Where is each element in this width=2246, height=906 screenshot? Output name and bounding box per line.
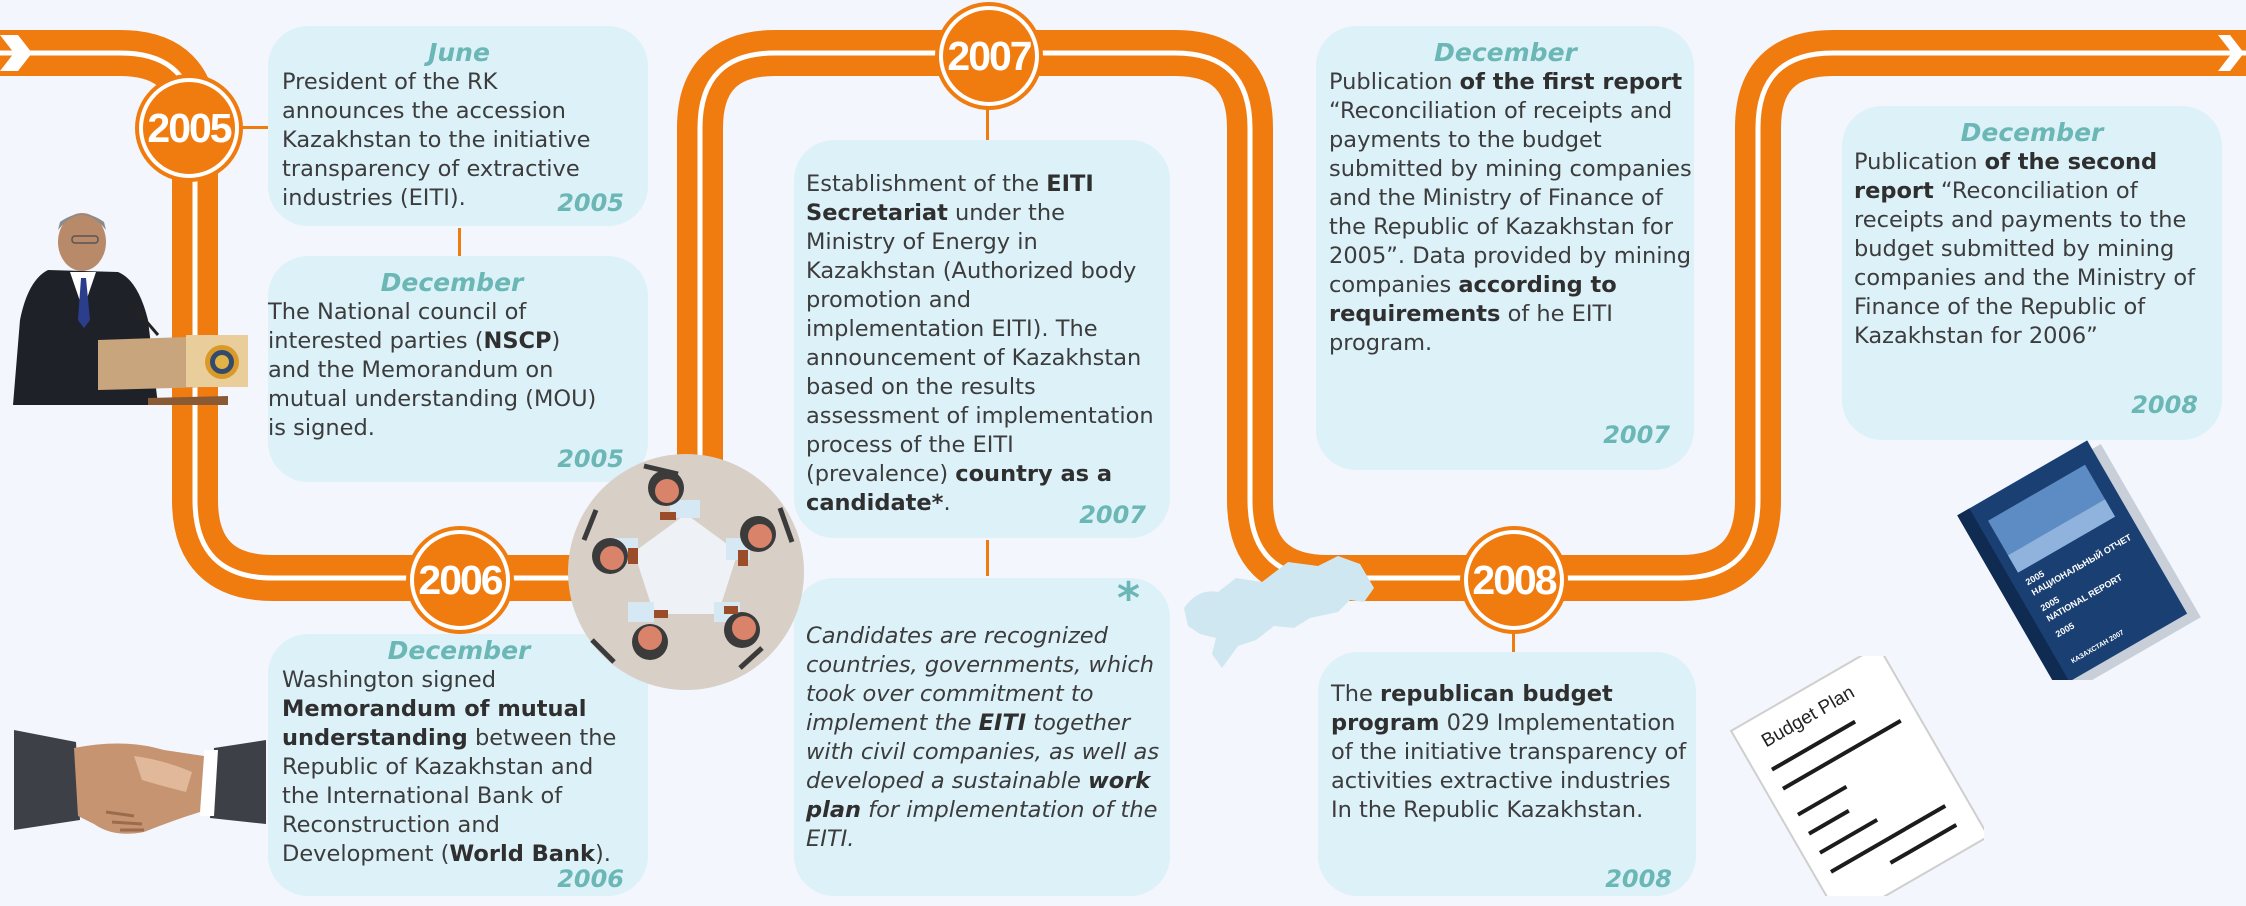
card-year: 2008 bbox=[2131, 391, 2198, 419]
asterisk-mark: * bbox=[1116, 573, 1140, 624]
card-text: The National council of interested parti… bbox=[268, 299, 597, 441]
card-year: 2007 bbox=[1603, 421, 1670, 449]
event-card-2008: The republican budget program 029 Implem… bbox=[1318, 652, 1696, 896]
event-card-2008-december: December Publication of the second repor… bbox=[1842, 106, 2222, 440]
connector-2005-dec bbox=[458, 228, 461, 258]
national-report-book-illustration: 2005 НАЦИОНАЛЬНЫЙ ОТЧЕТ 2005 NATIONAL RE… bbox=[1957, 440, 2201, 680]
card-text: The republican budget program 029 Implem… bbox=[1331, 681, 1687, 823]
card-year: 2008 bbox=[1605, 865, 1672, 893]
kazakhstan-map-illustration bbox=[1184, 556, 1374, 668]
year-badge-2005: 2005 bbox=[139, 78, 239, 178]
connector-2005 bbox=[225, 126, 270, 129]
event-card-2007: Establishment of the EITI Secretariat un… bbox=[794, 140, 1170, 538]
card-month: December bbox=[1434, 38, 1577, 67]
event-card-2007-december: December Publication of the first report… bbox=[1316, 26, 1694, 470]
connector-2007-top bbox=[986, 104, 989, 140]
card-text: Candidates are recognized countries, gov… bbox=[806, 623, 1160, 852]
event-card-2005-december: December The National council of interes… bbox=[268, 256, 648, 482]
connector-2008 bbox=[1512, 624, 1515, 654]
card-text: Establishment of the EITI Secretariat un… bbox=[806, 171, 1154, 516]
round-table-illustration bbox=[568, 454, 804, 690]
speaker-podium-illustration bbox=[13, 213, 248, 405]
budget-plan-illustration: Budget Plan bbox=[1729, 656, 1984, 896]
candidate-note-card: * Candidates are recognized countries, g… bbox=[794, 573, 1170, 896]
card-month: December bbox=[1960, 118, 2104, 147]
year-badge-2006: 2006 bbox=[410, 530, 510, 630]
card-text: Washington signed Memorandum of mutual u… bbox=[282, 667, 617, 867]
card-year: 2006 bbox=[557, 865, 624, 893]
card-text: Publication of the first report “Reconci… bbox=[1329, 69, 1692, 356]
year-badge-2007: 2007 bbox=[939, 6, 1039, 106]
card-text: Publication of the second report “Reconc… bbox=[1854, 149, 2196, 349]
card-year: 2007 bbox=[1079, 501, 1146, 529]
event-card-2005-june: June President of the RK announces the a… bbox=[268, 26, 648, 226]
card-month: December bbox=[387, 636, 531, 665]
card-year: 2005 bbox=[557, 445, 624, 473]
card-text: President of the RK announces the access… bbox=[282, 69, 591, 211]
event-card-2006-december: December Washington signed Memorandum of… bbox=[268, 634, 648, 896]
year-badge-2008: 2008 bbox=[1464, 530, 1564, 630]
card-month: December bbox=[380, 268, 524, 297]
card-month: June bbox=[428, 38, 490, 67]
card-year: 2005 bbox=[557, 189, 624, 217]
handshake-illustration bbox=[14, 730, 266, 834]
connector-2007-note bbox=[986, 540, 989, 576]
